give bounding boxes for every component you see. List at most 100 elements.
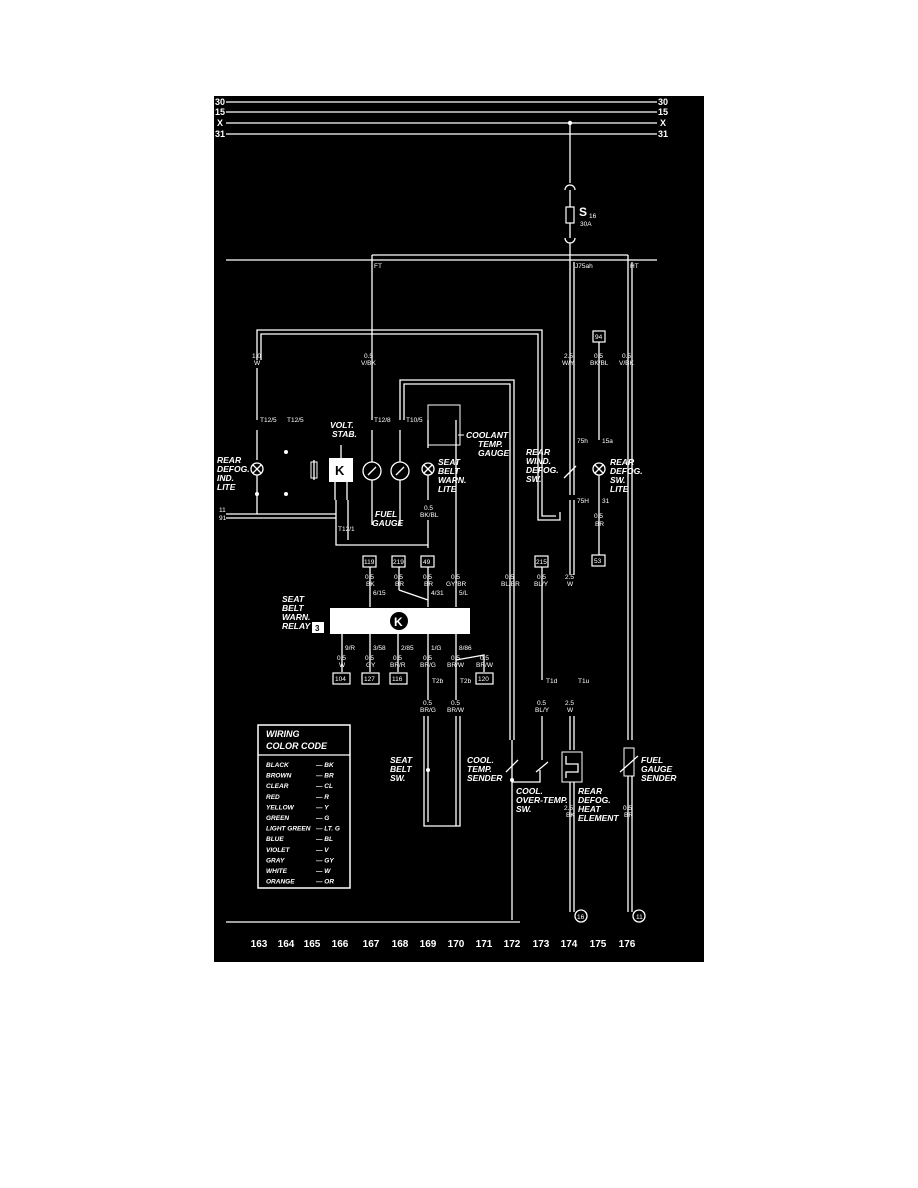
wire-w1-color: W (254, 360, 261, 367)
wire-w6-gauge: 0.5 (424, 505, 433, 512)
legend-color-code: — CL (315, 783, 333, 790)
wire-w12-color: BL/Y (534, 581, 549, 588)
bus-label-15-left: 15 (215, 107, 225, 117)
label-seat-belt-lite-2: BELT (438, 466, 460, 476)
ref-end-16: 16 (577, 914, 585, 921)
conn-6-15: 6/15 (373, 590, 386, 597)
column-number: 168 (392, 939, 409, 950)
label-relay-3: WARN. (282, 612, 310, 622)
label-cool-over-sw-2: OVER-TEMP. (516, 795, 568, 805)
column-number: 172 (504, 939, 521, 950)
legend-color-code: — BK (315, 762, 335, 769)
label-coolant-gauge-2: TEMP. (478, 439, 503, 449)
wire-w25-gauge: 2.5 (564, 805, 573, 812)
legend-color-name: GRAY (266, 857, 285, 864)
ref-219: 219 (393, 559, 404, 566)
wire-w3-color: W/Y (562, 360, 575, 367)
wire-w12-gauge: 0.5 (537, 574, 546, 581)
label-cool-temp-sender-1: COOL. (467, 755, 494, 765)
upper-connectors: T12/5 T12/5 T12/8 T10/5 75h 15a 75H 31 T… (219, 417, 613, 533)
column-number: 176 (619, 939, 636, 950)
legend-color-code: — R (315, 794, 329, 801)
column-number: 173 (533, 939, 550, 950)
column-number: 175 (590, 939, 607, 950)
conn-t1d: T1d (546, 678, 558, 685)
wire-w20-color: BR/W (476, 662, 494, 669)
wire-w11-color: BL/BR (501, 581, 520, 588)
label-relay-4: RELAY (282, 621, 312, 631)
wire-w20-gauge: 0.5 (480, 655, 489, 662)
legend-color-code: — LT. G (315, 826, 340, 833)
ref-120: 120 (478, 676, 489, 683)
conn-t10-5: T10/5 (406, 417, 423, 424)
conn-75h-top: 75h (577, 438, 588, 445)
label-seat-belt-lite-1: SEAT (438, 457, 461, 467)
label-volt-stab-2: STAB. (332, 429, 357, 439)
conn-4-31: 4/31 (431, 590, 444, 597)
relay-inputs: 119 219 49 215 0.5 BK 0.5 BR 0.5 BR 0.5 … (362, 470, 574, 680)
conn-t12-5b: T12/5 (287, 417, 304, 424)
label-rear-defog-heat-2: DEFOG. (578, 795, 611, 805)
wire-w10-gauge: 0.5 (451, 574, 460, 581)
rear-wind-switch-icon (563, 465, 577, 479)
column-number: 174 (561, 939, 578, 950)
wire-w13-color: W (567, 581, 574, 588)
label-cool-over-sw-3: SW. (516, 804, 531, 814)
label-rear-defog-sw-lite-1: REAR (610, 457, 635, 467)
column-number: 167 (363, 939, 380, 950)
wire-w13-gauge: 2.5 (565, 574, 574, 581)
wire-w9-color: BR (424, 581, 433, 588)
ref-104: 104 (335, 676, 346, 683)
wire-w26-color: BR (624, 812, 633, 819)
label-fuel-gauge-1: FUEL (375, 509, 397, 519)
conn-3-58: 3/58 (373, 645, 386, 652)
fuel-gauge-sender-icon (619, 755, 639, 773)
wire-w4-color: BK/BL (590, 360, 609, 367)
label-cool-over-sw-1: COOL. (516, 786, 543, 796)
wire-w9-gauge: 0.5 (423, 574, 432, 581)
column-number: 169 (420, 939, 437, 950)
wire-w18-gauge: 0.5 (423, 655, 432, 662)
bus-label-30-right: 30 (658, 97, 668, 107)
conn-ft: FT (374, 263, 382, 270)
label-rear-wind-sw-4: SW. (526, 474, 541, 484)
wire-w16-color: GY (366, 662, 376, 669)
conn-31: 31 (602, 498, 610, 505)
conn-t12-8: T12/8 (374, 417, 391, 424)
label-seat-belt-sw-3: SW. (390, 773, 405, 783)
ref-215: 215 (536, 559, 547, 566)
label-relay-1: SEAT (282, 594, 305, 604)
legend-color-name: VIOLET (266, 847, 291, 854)
relay-number: 3 (315, 624, 320, 633)
wire-w18-color: BR/G (420, 662, 436, 669)
label-cool-temp-sender-3: SENDER (467, 773, 503, 783)
label-seat-belt-lite-3: WARN. (438, 475, 466, 485)
legend-color-name: CLEAR (266, 783, 289, 790)
rear-defog-heat-element-icon (561, 751, 583, 783)
wire-w19-gauge: 0.5 (451, 655, 460, 662)
label-rear-wind-sw-3: DEFOG. (526, 465, 559, 475)
label-volt-stab-1: VOLT. (330, 420, 354, 430)
wire-w2-gauge: 0.5 (364, 353, 373, 360)
legend-color-name: BROWN (266, 773, 292, 780)
wire-w3-gauge: 2.5 (564, 353, 573, 360)
conn-t2b-b: T2b (460, 678, 472, 685)
legend-color-name: BLUE (266, 836, 284, 843)
bus-label-31-right: 31 (658, 129, 668, 139)
label-rear-defog-sw-lite-3: SW. (610, 475, 625, 485)
ref-116: 116 (392, 676, 403, 683)
conn-91: 91 (219, 515, 227, 522)
conn-75h-bot: 75H (577, 498, 589, 505)
conn-8-86: 8/86 (459, 645, 472, 652)
wire-w21-color: BR/G (420, 707, 436, 714)
bus-label-15-right: 15 (658, 107, 668, 117)
legend-color-code: — V (315, 847, 329, 854)
bus-label-31-left: 31 (215, 129, 225, 139)
svg-text:K: K (394, 615, 403, 629)
wire-w10-color: GY/BR (446, 581, 467, 588)
legend-color-code: — OR (315, 879, 334, 886)
wire-w5-color: V/BK (619, 360, 634, 367)
wire-w15-gauge: 0.5 (337, 655, 346, 662)
